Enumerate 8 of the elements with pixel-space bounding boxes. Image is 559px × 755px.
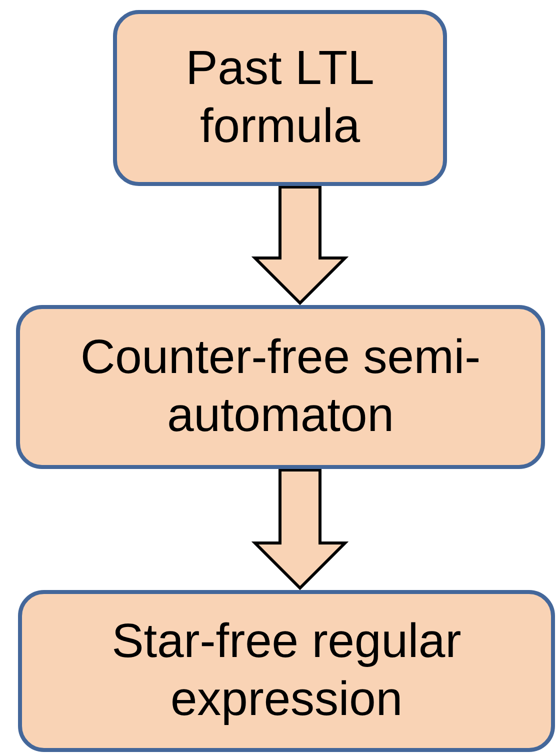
- process-box: [16, 305, 545, 469]
- box-label: Star-free regular expression: [110, 614, 462, 728]
- box-label: Past LTL formula: [184, 41, 376, 155]
- block-arrow: [251, 468, 349, 590]
- block-arrow: [251, 186, 349, 306]
- process-box: [18, 590, 555, 752]
- process-box: [113, 10, 447, 186]
- box-label: Counter-free semi-automaton: [79, 330, 482, 444]
